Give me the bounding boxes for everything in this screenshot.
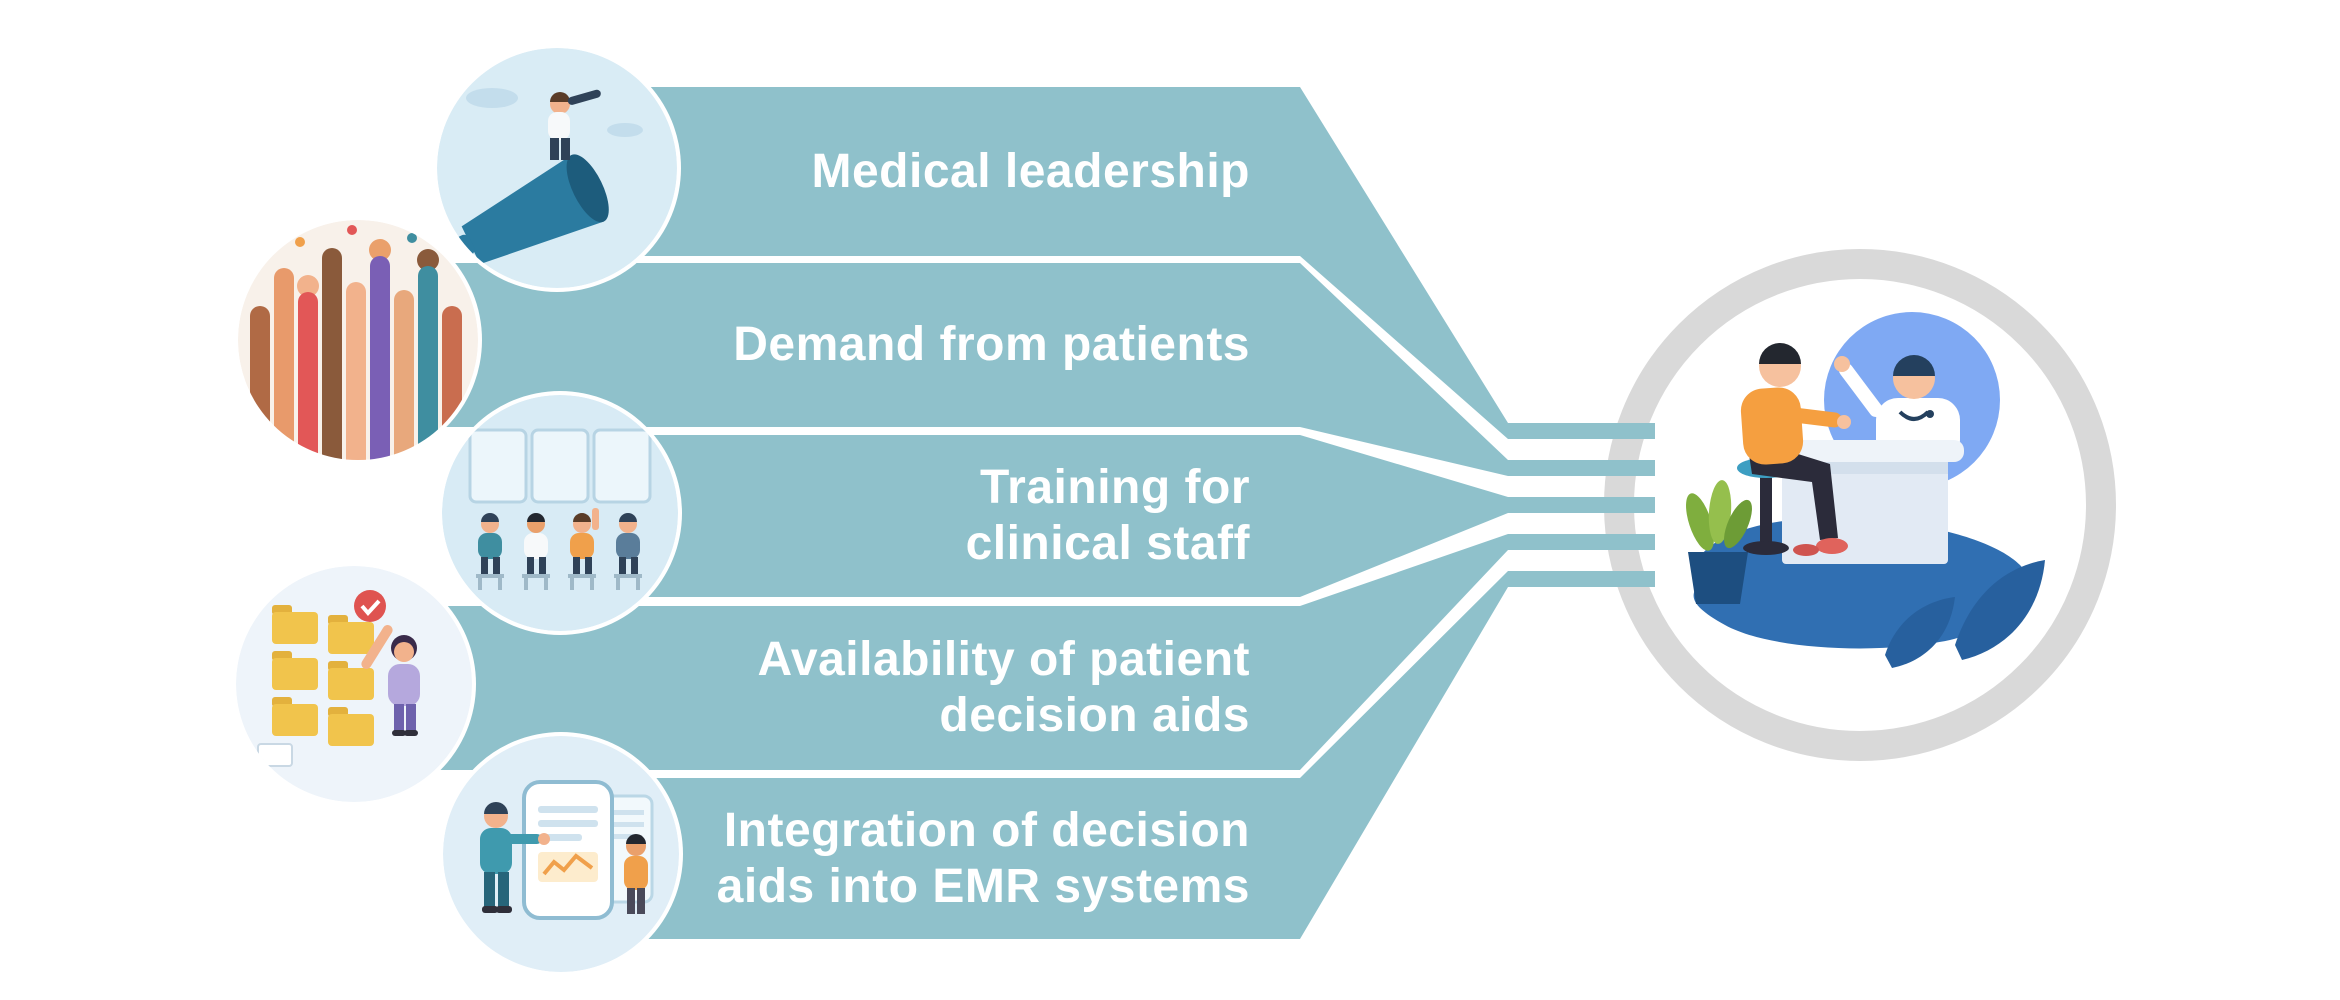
raised-arm-icon bbox=[394, 290, 414, 460]
raised-arm-icon bbox=[274, 268, 294, 460]
shoe-icon bbox=[1816, 538, 1848, 554]
clinical-staff-training-class-illustration bbox=[438, 391, 682, 635]
fist-icon bbox=[369, 239, 391, 261]
patient-figure bbox=[1740, 343, 1851, 556]
patient-figure bbox=[624, 834, 648, 914]
band-training-clinical-staff bbox=[560, 435, 1655, 597]
leader-figure bbox=[548, 89, 601, 160]
waving-arm-icon bbox=[1839, 363, 1883, 417]
check-mark-icon bbox=[360, 599, 381, 617]
fist-icon bbox=[297, 275, 319, 297]
leader-with-telescope-on-megaphone-illustration bbox=[433, 44, 681, 292]
plant-icon bbox=[1686, 480, 1752, 604]
confetti-dot bbox=[347, 225, 357, 235]
seated-trainee bbox=[614, 513, 642, 590]
glass-panel bbox=[592, 428, 652, 504]
stethoscope-icon bbox=[1898, 410, 1930, 421]
confetti-dot bbox=[407, 233, 417, 243]
legs bbox=[1748, 448, 1838, 540]
raised-arm-icon bbox=[250, 306, 270, 460]
telescope-icon bbox=[567, 89, 601, 105]
doctor-figure bbox=[480, 802, 550, 913]
raised-hand-icon bbox=[592, 508, 599, 530]
band-label-demand-from-patients: Demand from patients bbox=[733, 318, 1250, 372]
folder-icon bbox=[272, 658, 318, 690]
raised-arm-icon bbox=[322, 248, 342, 460]
cloud-icon bbox=[607, 123, 643, 137]
raised-arm-icon bbox=[298, 292, 318, 460]
seated-trainee bbox=[568, 508, 599, 590]
glass-panel bbox=[468, 428, 528, 504]
folder-icon bbox=[328, 714, 374, 746]
pointing-arm-icon bbox=[506, 834, 542, 844]
band-medical-leadership bbox=[560, 87, 1655, 439]
fist-icon bbox=[417, 249, 439, 271]
band-label-availability-decision-aids: Availability of patient decision aids bbox=[757, 633, 1250, 742]
raised-arm-icon bbox=[370, 256, 390, 460]
seated-trainee bbox=[476, 513, 504, 590]
hair bbox=[1893, 355, 1935, 376]
shoe-icon bbox=[1793, 544, 1819, 556]
chart-line-icon bbox=[542, 853, 594, 876]
folder-icon bbox=[328, 622, 374, 654]
doctor-with-mobile-emr-illustration bbox=[439, 732, 683, 976]
leaf-icon bbox=[1885, 597, 1955, 668]
band-label-training-clinical-staff: Training for clinical staff bbox=[965, 461, 1250, 570]
organizer-figure bbox=[361, 625, 420, 736]
seated-trainee bbox=[522, 513, 550, 590]
glass-panel bbox=[530, 428, 590, 504]
folder-icon bbox=[328, 668, 374, 700]
reaching-arm-icon bbox=[361, 625, 393, 669]
folder-grid bbox=[272, 605, 374, 746]
raised-arm-icon bbox=[418, 266, 438, 460]
folder-icon bbox=[272, 612, 318, 644]
crowd-raised-hands-illustration bbox=[234, 216, 482, 464]
hair bbox=[1759, 343, 1801, 364]
folder-icon bbox=[272, 704, 318, 736]
check-badge-icon bbox=[354, 590, 386, 622]
cloud-icon bbox=[466, 88, 518, 108]
band-integration-emr bbox=[560, 571, 1655, 939]
confetti-dot bbox=[295, 237, 305, 247]
doctor-patient-consultation-illustration bbox=[1686, 312, 2045, 668]
leaf-icon bbox=[1955, 560, 2045, 660]
band-label-medical-leadership: Medical leadership bbox=[811, 144, 1250, 198]
band-demand-from-patients bbox=[360, 263, 1655, 476]
band-label-integration-emr: Integration of decision aids into EMR sy… bbox=[716, 803, 1250, 913]
band-availability-decision-aids bbox=[360, 534, 1655, 770]
arm bbox=[1781, 406, 1842, 428]
organized-patient-documents-illustration bbox=[232, 562, 476, 806]
phone-icon bbox=[522, 780, 614, 920]
torso bbox=[1740, 387, 1804, 465]
raised-arm-icon bbox=[346, 282, 366, 460]
